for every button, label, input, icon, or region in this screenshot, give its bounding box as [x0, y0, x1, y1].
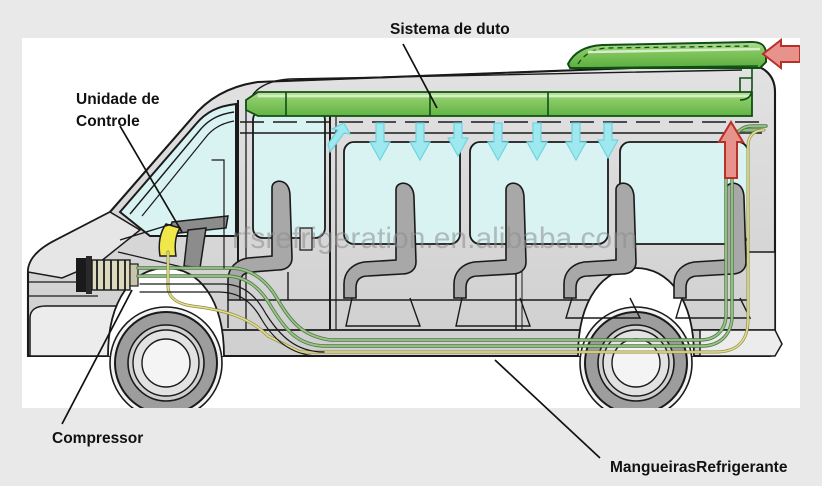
airflow-arrow-4 — [486, 122, 510, 162]
roof-inner-line — [251, 69, 743, 97]
return-air-arrow-side — [717, 120, 745, 179]
duct-rail — [245, 91, 753, 117]
leader-lines — [61, 43, 601, 459]
control-unit — [158, 223, 182, 257]
leader-compressor — [61, 289, 133, 425]
leader-unidade-de-controle — [119, 125, 183, 233]
dash-line-1 — [119, 223, 173, 241]
return-air-arrow-top — [761, 38, 800, 71]
steering-assembly — [117, 215, 229, 269]
duct-system — [245, 77, 753, 117]
seat-5 — [673, 182, 752, 319]
seat-3 — [453, 182, 531, 327]
compressor-clutch — [86, 256, 92, 294]
roof-unit-highlight — [587, 47, 761, 54]
roof-ac-unit — [566, 40, 767, 101]
front-wheel — [109, 306, 223, 408]
red-arrows — [717, 38, 800, 179]
seat-2 — [343, 182, 421, 327]
dash-line-2 — [117, 251, 187, 269]
airflow-arrow-5 — [525, 122, 549, 162]
windshield — [118, 102, 237, 237]
compressor-fins — [96, 260, 126, 290]
windshield-inner-line — [129, 111, 235, 215]
rear-wheel — [579, 306, 693, 408]
airflow-arrow-7 — [596, 122, 620, 160]
seat-4 — [563, 182, 642, 319]
van-nose-panel — [27, 211, 142, 279]
label-unidade-de-controle-line1: Unidade de — [76, 91, 160, 108]
leader-mangueiras — [494, 359, 601, 459]
airflow-arrow-3 — [446, 122, 470, 158]
airflow-arrows — [327, 122, 620, 162]
front-bumper — [29, 305, 121, 357]
compressor-unit — [76, 256, 139, 294]
duct-riser — [739, 77, 752, 92]
watermark: rfsrefrigeration.en.alibaba.com — [232, 222, 637, 255]
airflow-arrow-6 — [564, 122, 588, 162]
label-unidade-de-controle-line2: Controle — [76, 113, 140, 130]
door-handle — [299, 227, 313, 251]
label-compressor: Compressor — [52, 430, 143, 447]
airflow-arrow-1 — [368, 122, 392, 162]
rear-panel — [747, 251, 776, 331]
roof-unit-base — [569, 65, 759, 69]
airflow-arrow-2 — [408, 122, 432, 162]
label-mangueiras-refrigerante: MangueirasRefrigerante — [610, 459, 788, 476]
leader-sistema-de-duto — [402, 43, 438, 109]
windshield-inner-line-2 — [141, 120, 235, 217]
label-sistema-de-duto: Sistema de duto — [390, 21, 510, 38]
airflow-arrow-0 — [327, 122, 352, 154]
compressor-pulley — [76, 258, 86, 292]
roof-unit-downpipe — [739, 68, 753, 101]
